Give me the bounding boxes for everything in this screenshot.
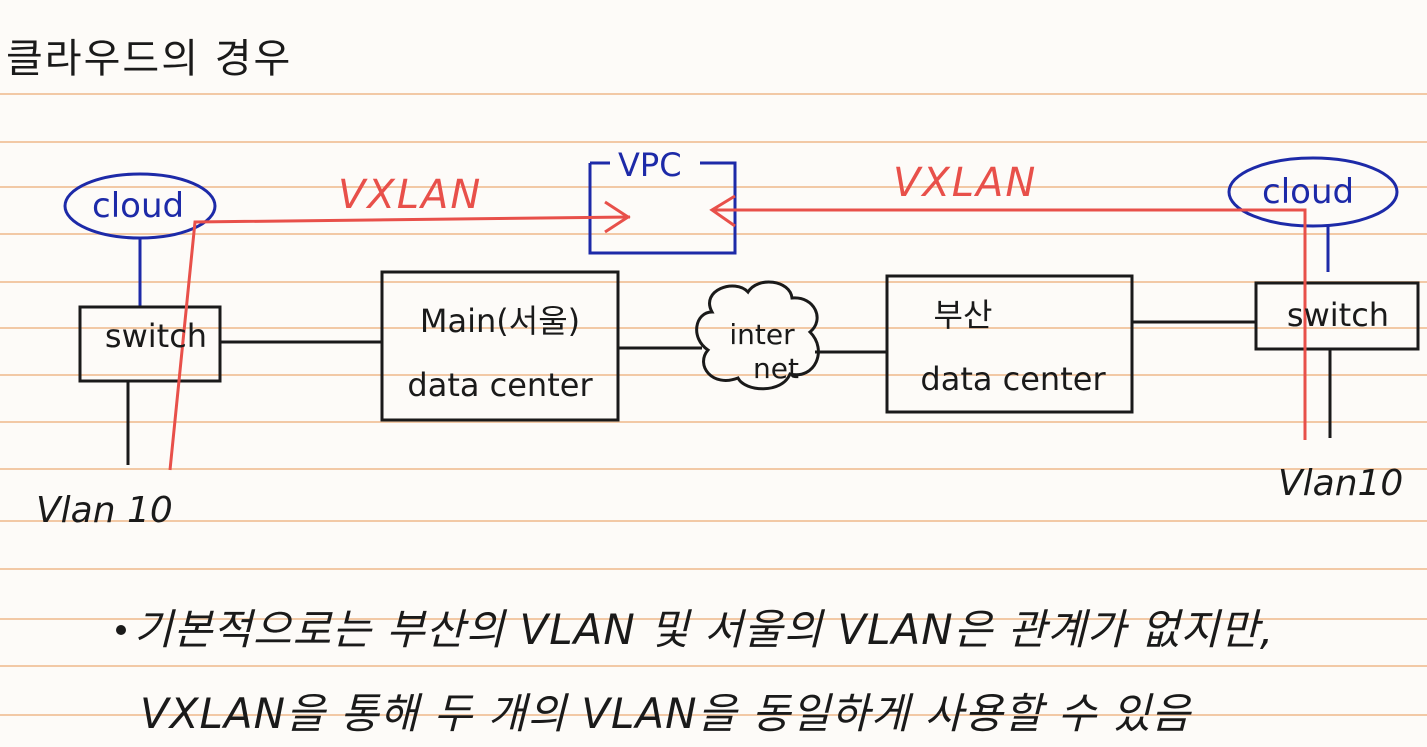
internet-label-line2: net xyxy=(753,352,799,385)
busan-datacenter-label-line1: 부산 xyxy=(933,296,993,334)
ruled-line xyxy=(0,327,1427,329)
ruled-line xyxy=(0,186,1427,188)
left-vxlan-label: VXLAN xyxy=(338,172,483,218)
main-datacenter-box xyxy=(380,270,620,422)
note-bullet xyxy=(116,625,126,635)
main-datacenter-label-line2: data center xyxy=(407,366,593,404)
vpc-box xyxy=(588,161,737,255)
ruled-line xyxy=(0,568,1427,570)
right-cloud-shape xyxy=(1227,156,1399,228)
left-cloud-label: cloud xyxy=(92,186,185,226)
right-vxlan-label: VXLAN xyxy=(893,160,1038,206)
right-switch-box xyxy=(1254,281,1420,351)
busan-datacenter-label-line2: data center xyxy=(920,360,1106,398)
right-vlan-label: Vlan10 xyxy=(1278,463,1404,504)
vpc-label: VPC xyxy=(618,146,682,184)
right-vxlan-tunnel xyxy=(712,208,1307,440)
note-line-1: 기본적으로는 부산의 VLAN 및 서울의 VLAN은 관계가 없지만, xyxy=(134,605,1275,654)
note-line-2: VXLAN을 통해 두 개의 VLAN을 동일하게 사용할 수 있음 xyxy=(140,689,1192,738)
internet-cloud xyxy=(695,280,820,391)
ruled-line xyxy=(0,93,1427,95)
left-switch-label: switch xyxy=(104,317,208,355)
main-datacenter-label-line1: Main(서울) xyxy=(419,302,581,340)
right-vxlan-arrowhead xyxy=(709,194,736,228)
ruled-line xyxy=(0,520,1427,522)
right-cloud-label: cloud xyxy=(1262,172,1355,212)
left-vxlan-tunnel xyxy=(168,215,631,471)
ruled-line xyxy=(0,281,1427,283)
page-title: 클라우드의 경우 xyxy=(6,36,293,82)
ruled-line xyxy=(0,468,1427,470)
left-vlan-label: Vlan 10 xyxy=(36,490,173,531)
internet-label-line1: inter xyxy=(729,318,795,351)
ruled-line xyxy=(0,618,1427,620)
ruled-line xyxy=(0,141,1427,143)
right-switch-label: switch xyxy=(1286,296,1390,334)
busan-datacenter-box xyxy=(885,274,1134,414)
ruled-line xyxy=(0,374,1427,376)
ruled-line xyxy=(0,714,1427,716)
ruled-line xyxy=(0,421,1427,423)
ruled-line xyxy=(0,233,1427,235)
left-switch-box xyxy=(78,305,222,383)
ruled-line xyxy=(0,665,1427,667)
left-vxlan-arrowhead xyxy=(604,200,631,234)
